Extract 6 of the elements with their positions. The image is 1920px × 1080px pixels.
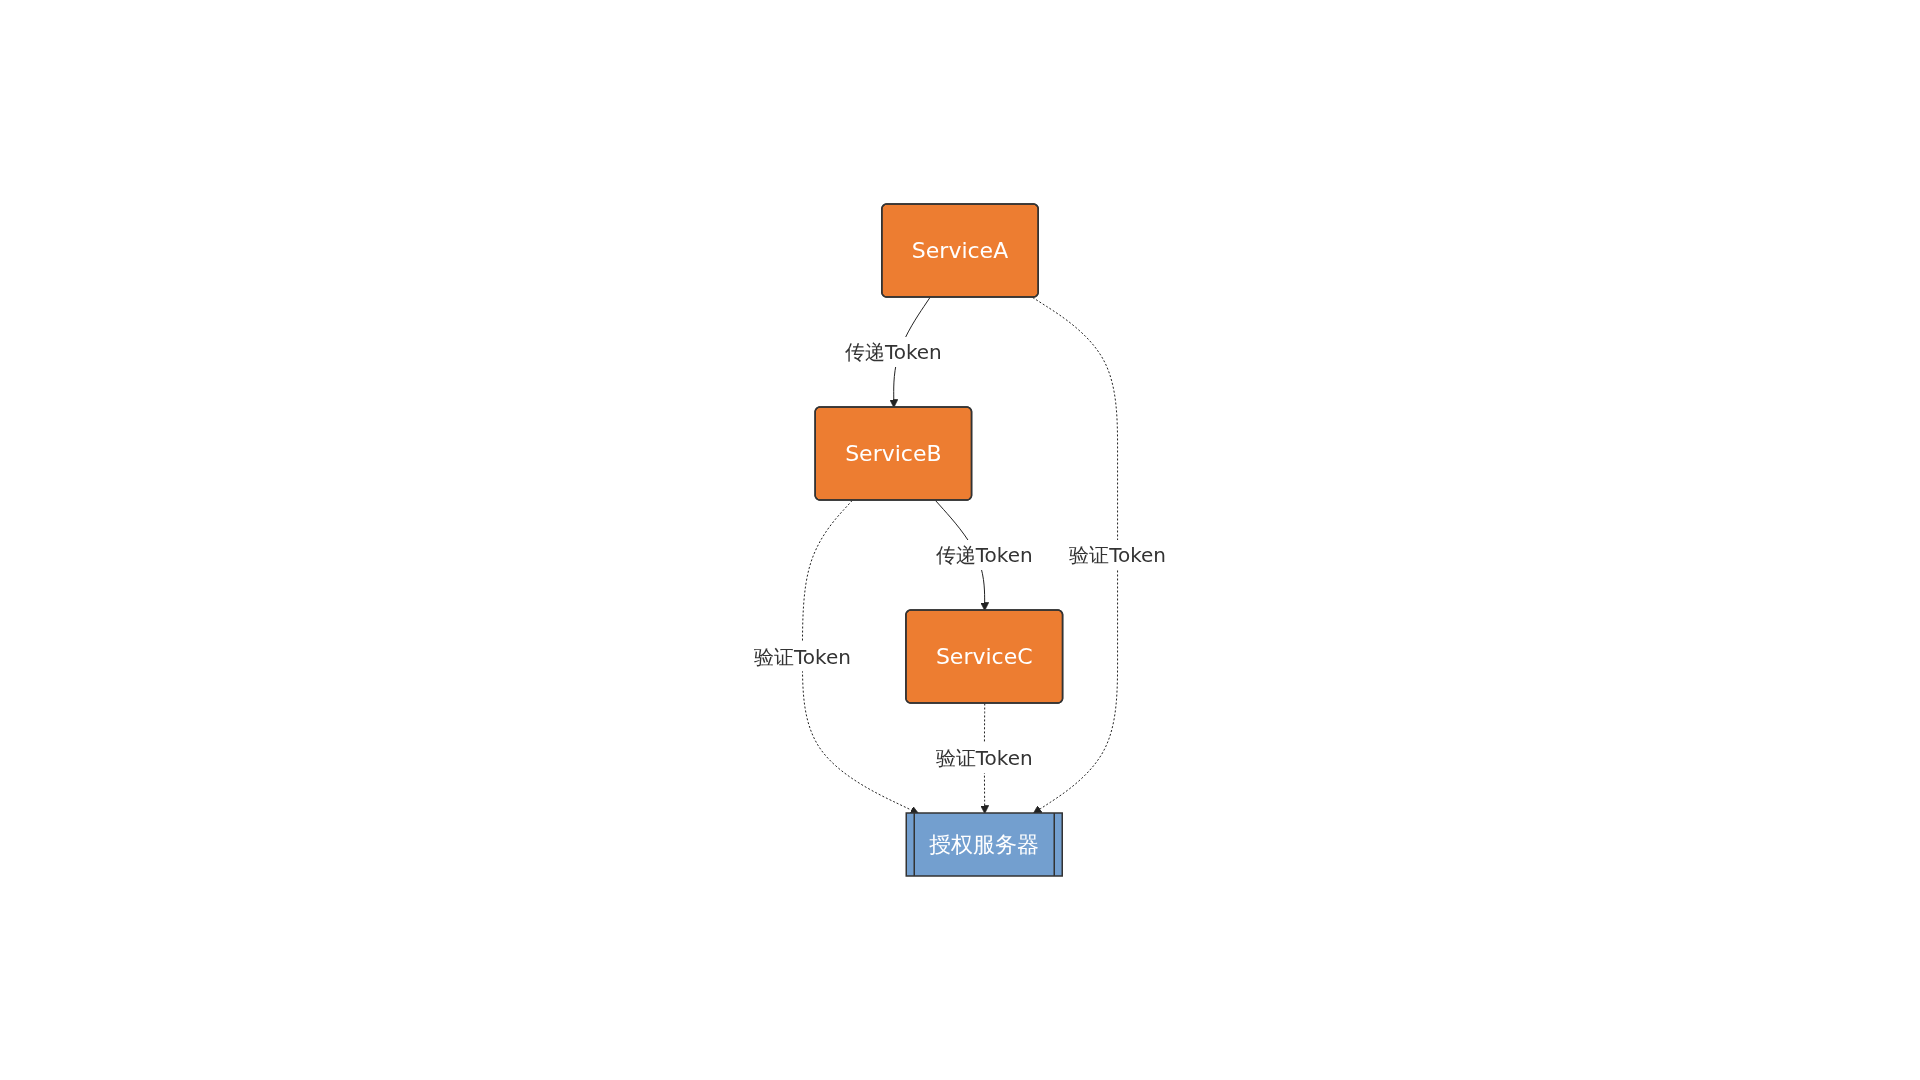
edge-label: 验证Token <box>753 644 851 669</box>
arrow <box>1032 297 1119 814</box>
edge-label: 传递Token <box>935 543 1033 567</box>
edge-label: 传递Token <box>844 340 942 364</box>
edge-label: 验证Token <box>935 746 1033 770</box>
edge-label: 验证Token <box>1069 543 1167 567</box>
